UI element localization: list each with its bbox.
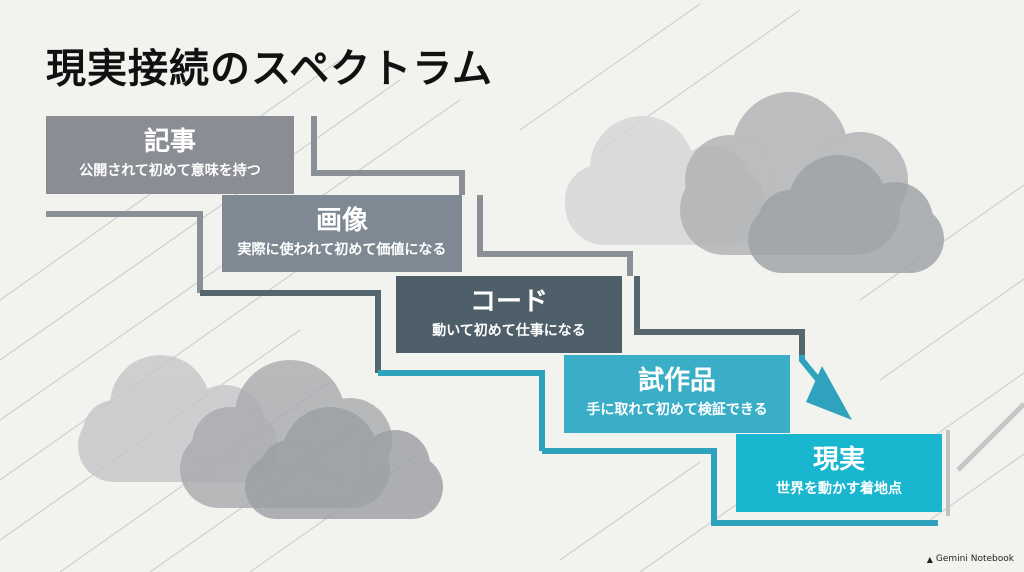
step-description: 公開されて初めて意味を持つ <box>79 163 261 180</box>
lower-path-teal-2 <box>542 448 938 526</box>
brand-label: Gemini Notebook <box>935 554 1014 564</box>
lower-path-gray <box>46 211 203 293</box>
upper-path-gray-2 <box>477 195 633 276</box>
arrow-head <box>806 366 852 420</box>
step-prototype: 試作品 手に取れて初めて検証できる <box>564 355 790 433</box>
stair-path-lower <box>46 211 950 526</box>
step-reality: 現実 世界を動かす着地点 <box>736 434 942 512</box>
upper-path-gray <box>311 116 465 195</box>
cloud-shape <box>245 407 443 519</box>
cloud-group-upper-right <box>565 92 944 273</box>
notebook-icon: ▲ <box>926 554 933 564</box>
step-description: 動いて初めて仕事になる <box>432 322 586 339</box>
step-image: 画像 実際に使われて初めて価値になる <box>222 195 462 272</box>
step-heading: 現実 <box>812 445 865 476</box>
step-description: 世界を動かす着地点 <box>776 481 902 498</box>
step-heading: 画像 <box>315 205 368 236</box>
brand-watermark: ▲ Gemini Notebook <box>927 554 1014 564</box>
step-article: 記事 公開されて初めて意味を持つ <box>46 116 294 194</box>
upper-path-dark <box>634 276 805 355</box>
lower-path-teal <box>378 370 545 451</box>
accent-diagonal-line <box>956 402 1024 472</box>
step-heading: 記事 <box>143 127 196 158</box>
step-heading: 試作品 <box>637 366 716 397</box>
cloud-group-lower-left <box>78 355 443 519</box>
stair-path-upper <box>311 116 852 420</box>
step-description: 手に取れて初めて検証できる <box>586 402 768 419</box>
lower-path-dark <box>200 290 381 373</box>
page-title: 現実接続のスペクトラム <box>46 46 493 92</box>
step-code: コード 動いて初めて仕事になる <box>396 276 622 353</box>
step-description: 実際に使われて初めて価値になる <box>237 241 447 258</box>
cloud-shape <box>748 155 944 273</box>
step-heading: コード <box>469 286 548 317</box>
